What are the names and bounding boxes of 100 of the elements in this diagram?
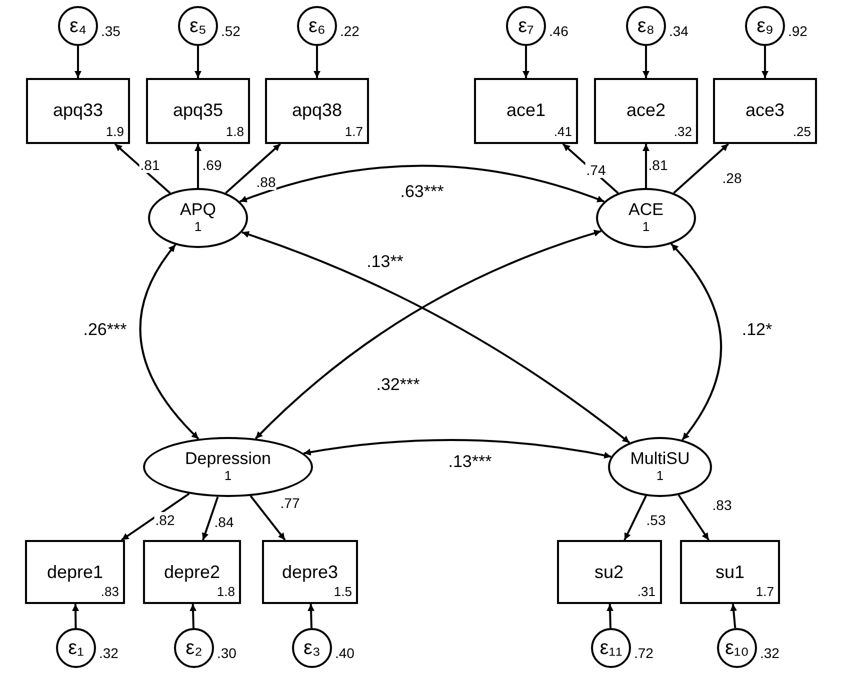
variance-value: .32 [760,646,780,661]
intercept-value: 1.5 [334,585,352,599]
variance-value: .92 [788,24,808,39]
indicator-box [143,540,241,604]
error-circle [58,6,98,46]
error-term-label: ε₁₀ [725,636,749,660]
variable-name: su2 [594,562,624,582]
indicator-box [26,78,130,144]
edge-label: .82 [154,512,176,528]
variance-value: 1 [642,220,650,234]
arrow [114,143,171,194]
indicator-box [262,540,358,604]
indicator-box [556,540,662,604]
edge-label: .12* [740,322,774,338]
arrow [314,46,320,78]
arrow [730,604,738,628]
variable-name: MultiSU [630,449,690,468]
arrow [202,496,219,540]
edge-label: .32*** [375,377,421,393]
intercept-value: .32 [674,125,692,139]
edge-label: .63*** [399,184,445,200]
indicator-box [25,540,125,604]
edge-label: .13** [366,254,404,270]
arrow [194,46,202,78]
edge-label: .69 [201,157,223,173]
error-term-label: ε₂ [186,636,202,660]
intercept-value: .31 [637,585,656,599]
arrow [190,604,197,628]
edge-label: .84 [213,514,235,530]
intercept-value: 1.9 [106,125,124,139]
variance-value: .32 [99,646,118,661]
arrow [308,604,315,628]
intercept-value: 1.7 [344,125,363,139]
arrow [225,143,281,194]
variance-value: .35 [101,24,120,39]
arrow [642,46,650,78]
double-headed-arrow [670,243,722,441]
intercept-value: 1.8 [216,585,235,599]
variable-name: ace2 [626,100,666,120]
edge-label: .81 [647,157,669,173]
arrow [121,492,190,541]
variable-name: apq33 [52,100,104,120]
arrow [522,46,530,78]
error-term-label: ε₄ [69,14,87,38]
edge-label: .53 [645,512,667,528]
variance-value: .46 [549,24,568,39]
edge-label: .77 [279,495,301,511]
arrow [194,144,202,188]
edge-label: .81 [139,157,161,173]
variable-name: depre2 [164,562,220,582]
arrow [72,604,80,628]
double-headed-arrow [139,244,200,440]
intercept-value: 1.8 [226,125,244,139]
intercept-value: 1.7 [756,585,774,599]
intercept-value: .25 [792,125,811,139]
indicator-box [474,78,578,144]
error-circle [56,628,96,668]
edge-label: .83 [711,497,733,513]
error-term-label: ε₃ [303,636,321,660]
arrow [74,46,82,78]
arrow [642,144,650,188]
variance-value: .22 [340,24,360,39]
error-circle [292,628,332,668]
indicator-box [265,78,369,144]
arrow [673,143,729,194]
double-headed-arrow [240,164,604,202]
error-circle [174,628,214,668]
variable-name: APQ [180,200,216,219]
variance-value: .72 [634,646,654,661]
indicator-box [146,78,250,144]
edge-label: .28 [721,170,743,186]
latent-ellipse [596,188,696,248]
indicator-box [713,78,817,144]
error-term-label: ε₇ [518,14,534,38]
variable-name: apq35 [172,100,224,120]
variable-name: depre1 [46,562,104,582]
variable-name: depre3 [282,562,338,582]
variance-value: .30 [217,646,236,661]
intercept-value: .83 [100,585,119,599]
indicator-box [594,78,698,144]
variable-name: su1 [715,562,745,582]
edge-label: .26*** [82,322,128,338]
error-circle [591,628,631,668]
edge-label: .13*** [447,454,493,470]
error-circle [745,6,785,46]
arrow [606,604,614,628]
intercept-value: .41 [554,125,572,139]
indicator-box [680,540,780,604]
variance-value: .40 [335,646,354,661]
error-circle [297,6,337,46]
edge-label: .88 [255,174,277,190]
variable-name: Depression [185,449,271,468]
variance-value: .34 [669,24,688,39]
double-headed-arrow [304,439,612,459]
error-term-label: ε₆ [308,14,326,38]
variable-name: apq38 [292,100,342,120]
variance-value: .52 [221,24,240,39]
arrow [624,495,647,540]
error-term-label: ε₁₁ [600,636,622,660]
variable-name: ace1 [506,100,546,120]
